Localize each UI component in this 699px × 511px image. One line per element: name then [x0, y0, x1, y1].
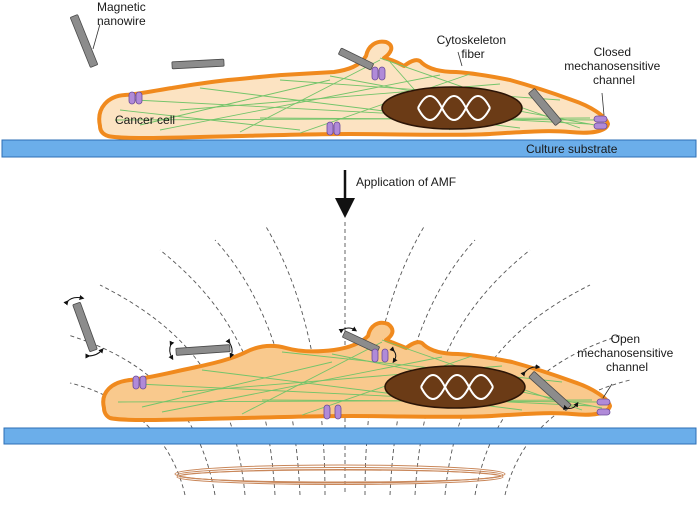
cytoskeleton-label-line-2: fiber — [461, 47, 484, 61]
nanowire-icon — [171, 58, 225, 70]
channel-icon — [323, 404, 342, 420]
closed-channel-label-line-2: mechanosensitive — [564, 59, 660, 73]
open-channel-label-line-2: mechanosensitive — [577, 346, 673, 360]
nanowire-label: Magnetic nanowire — [97, 0, 149, 28]
nanowires-top — [70, 14, 562, 126]
cancer-cell-label: Cancer cell — [115, 113, 175, 127]
channels-bottom — [132, 348, 611, 420]
nanowire-icon — [338, 47, 374, 71]
cytoskeleton-label-line-1: Cytoskeleton — [437, 33, 506, 47]
double-arrow-icon — [520, 364, 541, 377]
open-channel-leader — [602, 383, 613, 399]
culture-substrate-2 — [3, 427, 697, 445]
double-arrow-icon — [389, 346, 398, 364]
channel-icon — [326, 121, 341, 136]
nanowire-icon — [72, 302, 98, 352]
double-arrow-icon — [63, 295, 85, 306]
closed-channel-label-line-1: Closed — [594, 45, 631, 59]
cytoskeleton-label: Cytoskeleton fiber — [437, 33, 510, 61]
nanowire-icon — [175, 344, 231, 356]
channel-icon — [132, 375, 147, 390]
nanowire-label-line-2: nanowire — [97, 14, 146, 28]
nanowire-label-line-1: Magnetic — [97, 0, 146, 14]
double-arrow-icon — [168, 340, 175, 361]
open-channel-label-line-1: Open — [611, 332, 640, 346]
substrate-label: Culture substrate — [526, 142, 618, 156]
leader-lines-top — [92, 23, 605, 116]
channel-icon — [593, 115, 608, 130]
channels-top — [128, 66, 608, 136]
dna-helix-2 — [420, 374, 494, 400]
open-channel-label: Open mechanosensitive channel — [577, 332, 676, 374]
rotation-arrows — [63, 295, 579, 410]
channel-icon — [371, 348, 389, 363]
culture-substrate — [1, 139, 697, 158]
open-channel-label-line-3: channel — [606, 360, 648, 374]
double-arrow-icon — [562, 401, 579, 410]
nucleus-2 — [384, 365, 526, 409]
coil-icon — [174, 464, 506, 485]
double-arrow-icon — [338, 326, 358, 334]
double-arrow-icon — [225, 338, 235, 359]
dna-helix — [417, 95, 491, 121]
closed-channel-label-line-3: channel — [593, 73, 635, 87]
panel-after: Open mechanosensitive channel — [3, 222, 697, 496]
nanowires-bottom — [72, 302, 572, 411]
closed-channel-label: Closed mechanosensitive channel — [564, 45, 663, 87]
nanowire-icon — [528, 88, 562, 126]
step-label: Application of AMF — [356, 175, 456, 189]
nucleus — [381, 86, 523, 130]
nanowire-icon — [342, 330, 380, 354]
step-arrow: Application of AMF — [335, 170, 456, 218]
panel-before: Magnetic nanowire Cytoskeleton fiber Clo… — [1, 0, 697, 158]
double-arrow-icon — [85, 348, 104, 359]
channel-icon — [128, 91, 143, 105]
channel-icon — [596, 398, 611, 416]
channel-icon — [371, 66, 386, 81]
nanowire-icon — [70, 14, 98, 68]
